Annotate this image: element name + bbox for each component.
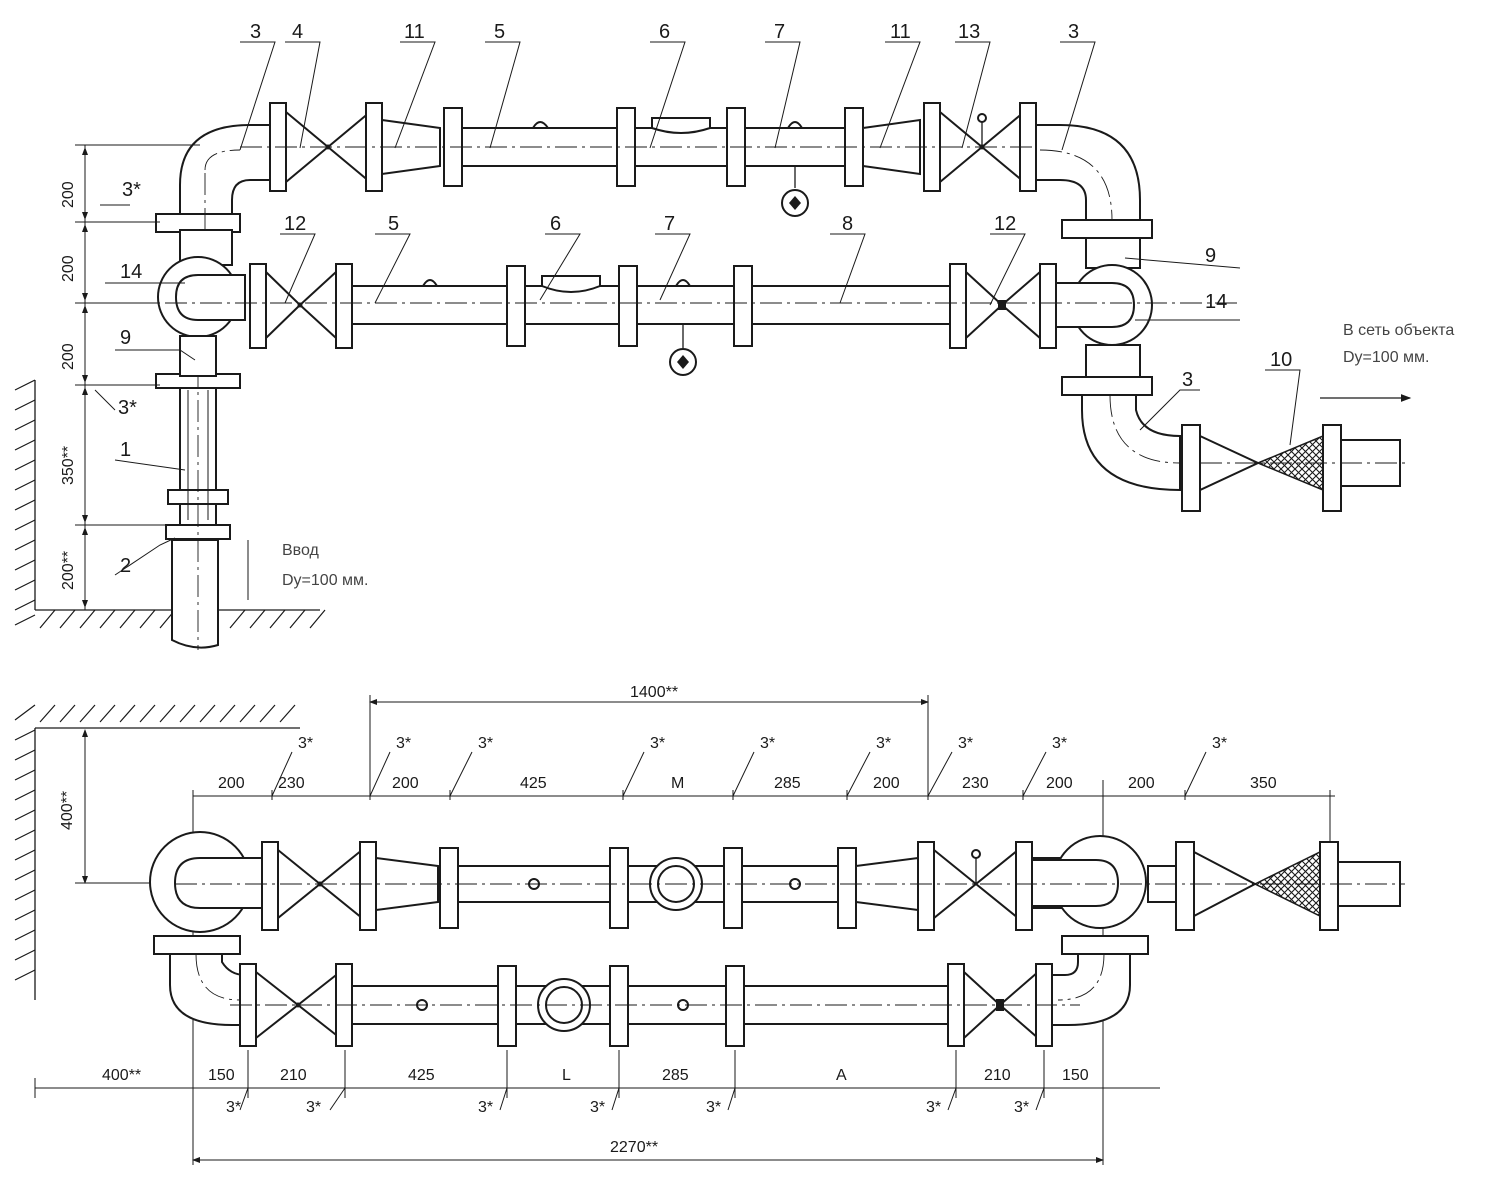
mark-3star-b2: 3* (306, 1099, 321, 1116)
callout-3c: 3 (1182, 369, 1193, 391)
mark-3star-b3: 3* (478, 1099, 493, 1116)
dim-top-M: M (671, 775, 684, 792)
mark-3star-t6: 3* (876, 735, 891, 752)
callout-3b: 3 (1068, 21, 1079, 43)
mark-3star-t1: 3* (298, 735, 313, 752)
mark-3star-b6: 3* (926, 1099, 941, 1116)
mark-3star-b7: 3* (1014, 1099, 1029, 1116)
dim-bot-425: 425 (408, 1067, 435, 1084)
callout-14: 14 (120, 261, 142, 283)
callout-14b: 14 (1205, 291, 1227, 313)
dim-bot-150b: 150 (1062, 1067, 1089, 1084)
mark-3star-b4: 3* (590, 1099, 605, 1116)
bottom-row-marks: 3* 3* 3* 3* 3* 3* 3* (226, 1087, 1045, 1116)
callout-12b: 12 (994, 213, 1016, 235)
dim-top-200a: 200 (218, 775, 245, 792)
inlet-pipe (155, 330, 241, 650)
inlet-size: Dy=100 мм. (282, 572, 368, 589)
dim-top-350: 350 (1250, 775, 1277, 792)
dim-top-200c: 200 (873, 775, 900, 792)
dim-200-c: 200 (60, 343, 77, 370)
dim-bot-L: L (562, 1067, 571, 1084)
callout-2: 2 (120, 555, 131, 577)
callout-3star-b: 3* (118, 397, 137, 419)
dim-400-vertical: 400** (59, 791, 76, 830)
dim-bot-210a: 210 (280, 1067, 307, 1084)
callout-13: 13 (958, 21, 980, 43)
left-dims: 200 200 200 350** 200** (60, 181, 77, 590)
top-view: 3 4 11 5 6 7 11 13 3 12 5 6 7 8 12 9 14 … (14, 21, 1454, 650)
callout-7b: 7 (664, 213, 675, 235)
dim-bot-150a: 150 (208, 1067, 235, 1084)
callout-3star: 3* (122, 179, 141, 201)
outlet-assembly (1061, 344, 1412, 512)
wall-hatch-bottom (14, 704, 300, 1000)
lower-line (130, 256, 1240, 377)
mark-3star-b1: 3* (226, 1099, 241, 1116)
dim-350: 350** (60, 446, 77, 485)
mark-3star-t5: 3* (760, 735, 775, 752)
callout-8: 8 (842, 213, 853, 235)
dim-top-425: 425 (520, 775, 547, 792)
callout-7: 7 (774, 21, 785, 43)
top-row-dims: 200 230 200 425 M 285 200 230 200 200 35… (218, 775, 1277, 792)
bottom-row-dim-ticks (34, 1050, 1045, 1098)
mark-3star-t8: 3* (1052, 735, 1067, 752)
dim-bot-210b: 210 (984, 1067, 1011, 1084)
callout-11: 11 (404, 21, 425, 43)
wall-hatch-left (14, 379, 326, 629)
dim-top-230a: 230 (278, 775, 305, 792)
outlet-label: В сеть объекта (1343, 322, 1454, 339)
mark-3star-t7: 3* (958, 735, 973, 752)
dim-top-200e: 200 (1128, 775, 1155, 792)
callout-4: 4 (292, 21, 303, 43)
mark-3star-t3: 3* (478, 735, 493, 752)
dim-bot-A: A (836, 1067, 847, 1084)
bottom-row-dims: 400** 150 210 425 L 285 A 210 150 (102, 1067, 1089, 1084)
plan-lower-line (153, 935, 1149, 1047)
callout-1: 1 (120, 439, 131, 461)
dim-200-b: 200 (60, 255, 77, 282)
dim-200-d: 200** (60, 551, 77, 590)
dim-2270: 2270** (610, 1139, 658, 1156)
top-row-marks: 3* 3* 3* 3* 3* 3* 3* 3* 3* (271, 735, 1227, 797)
outlet-size: Dy=100 мм. (1343, 349, 1429, 366)
upper-line (240, 102, 1080, 217)
inlet-label: Ввод (282, 542, 320, 559)
callout-3: 3 (250, 21, 261, 43)
plan-upper-line (149, 831, 1405, 933)
callout-6: 6 (659, 21, 670, 43)
dim-top-200d: 200 (1046, 775, 1073, 792)
top-callouts: 3 4 11 5 6 7 11 13 3 12 5 6 7 8 12 9 14 … (118, 21, 1292, 577)
callout-6b: 6 (550, 213, 561, 235)
callout-9b: 9 (120, 327, 131, 349)
dim-top-285: 285 (774, 775, 801, 792)
dim-top-230b: 230 (962, 775, 989, 792)
dim-1400: 1400** (630, 684, 678, 701)
bottom-view: 1400** 400** 200 230 200 425 M 285 200 (14, 684, 1405, 1165)
callout-5: 5 (494, 21, 505, 43)
callout-11b: 11 (890, 21, 911, 43)
mark-3star-b5: 3* (706, 1099, 721, 1116)
mark-3star-t9: 3* (1212, 735, 1227, 752)
callout-12: 12 (284, 213, 306, 235)
callout-5b: 5 (388, 213, 399, 235)
callout-9: 9 (1205, 245, 1216, 267)
callout-leaders (105, 41, 1301, 576)
dim-top-200b: 200 (392, 775, 419, 792)
mark-3star-t2: 3* (396, 735, 411, 752)
elbow-top-left (155, 124, 273, 233)
top-row-dim-ticks (192, 780, 1331, 1165)
dim-bot-400: 400** (102, 1067, 141, 1084)
mark-3star-t4: 3* (650, 735, 665, 752)
elbow-top-right (1035, 124, 1153, 269)
dim-bot-285: 285 (662, 1067, 689, 1084)
callout-10: 10 (1270, 349, 1292, 371)
left-dimension-chain (75, 144, 249, 610)
dim-200-a: 200 (60, 181, 77, 208)
